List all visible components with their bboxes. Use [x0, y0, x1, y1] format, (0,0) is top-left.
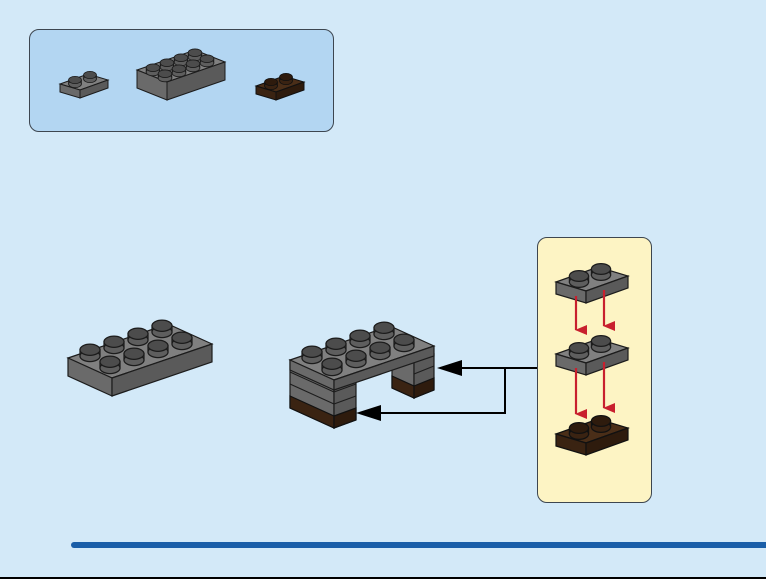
sub-step-2-plate-grey: [556, 336, 628, 375]
part-plate-1x2-brown: [256, 73, 304, 100]
part-plate-1x2-grey: [60, 71, 108, 98]
sub-step-1-plate-grey: [556, 264, 628, 303]
progress-line: [71, 542, 766, 548]
sub-step-3-plate-brown: [556, 416, 628, 455]
base-plate-2x4: [68, 320, 212, 396]
part-plate-2x4-grey: [137, 49, 225, 100]
